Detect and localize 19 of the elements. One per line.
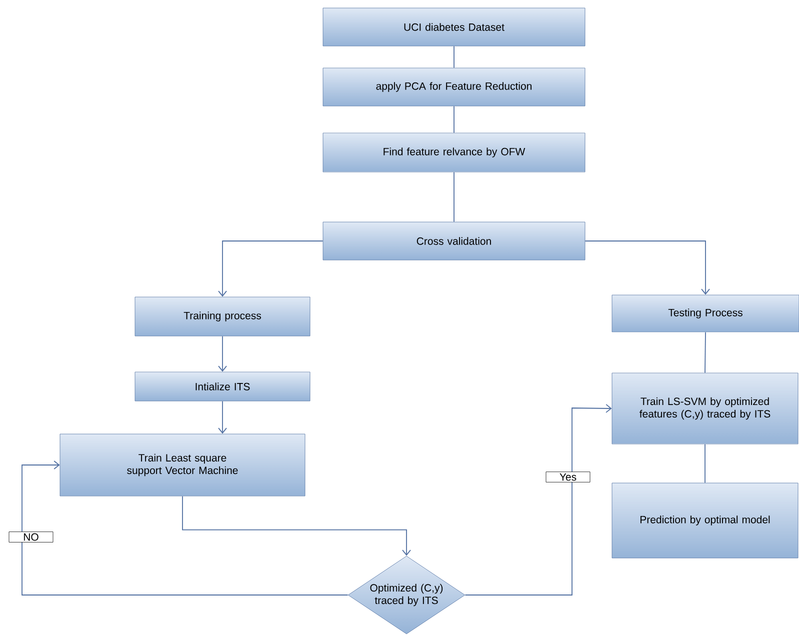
process-box: Training process — [134, 296, 310, 336]
process-box: Train LS-SVM by optimized features (C,y) traced by ITS — [612, 372, 798, 444]
process-box: Find feature relvance by OFW — [322, 132, 586, 172]
process-box: UCI diabetes Dataset — [322, 8, 586, 46]
process-box: Train Least square support Vector Machine — [60, 434, 306, 496]
process-box: Prediction by optimal model — [612, 482, 798, 558]
arrow — [464, 404, 612, 596]
edge-label: NO — [8, 532, 54, 542]
arrow — [182, 496, 411, 556]
process-box: apply PCA for Feature Reduction — [322, 68, 586, 106]
arrow — [218, 400, 227, 434]
edge-label: Yes — [546, 472, 590, 482]
process-box: Intialize ITS — [134, 372, 310, 402]
arrow — [22, 460, 348, 596]
process-box: Testing Process — [612, 294, 799, 332]
arrow — [584, 240, 710, 295]
arrow — [218, 240, 324, 297]
arrow — [218, 336, 227, 372]
process-box: Cross validation — [322, 222, 586, 260]
